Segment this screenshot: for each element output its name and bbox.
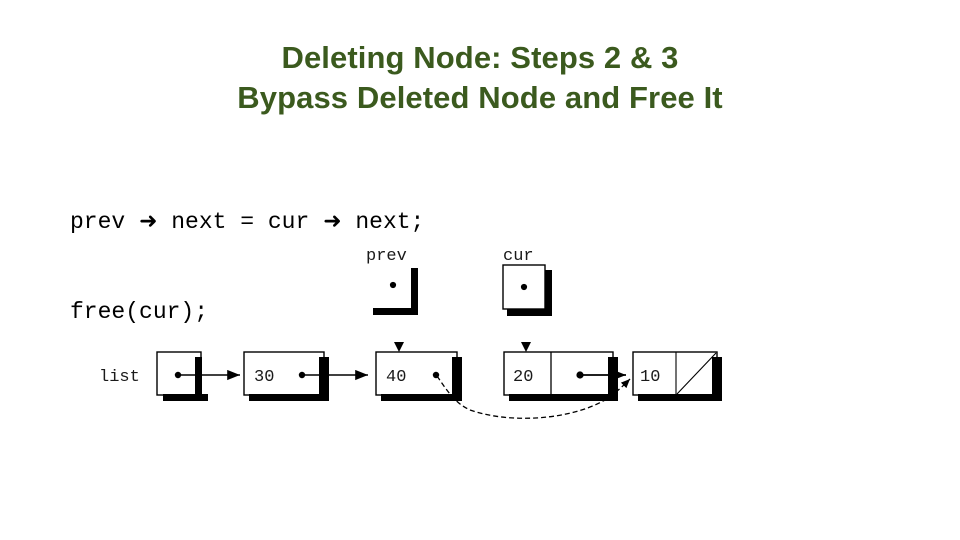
arrow-right-icon-2: ➜ [323, 209, 342, 234]
list-node-30: 30 [243, 351, 368, 401]
code-token-next-assign: next = cur [157, 209, 324, 235]
pointer-label-prev: prev [366, 247, 407, 266]
list-node-10: 10 [632, 351, 722, 401]
head-label-list: list [99, 368, 140, 387]
code-line-1: prev ➜ next = cur ➜ next; [70, 207, 424, 237]
node-value-30: 30 [254, 368, 274, 387]
code-snippet: prev ➜ next = cur ➜ next; free(cur); [70, 147, 424, 387]
title-line-1: Deleting Node: Steps 2 & 3 [281, 40, 679, 75]
list-node-20: 20 [503, 342, 626, 401]
pointer-box-cur: cur [502, 247, 552, 316]
list-node-40: 40 [375, 342, 462, 401]
pointer-label-cur: cur [503, 247, 534, 266]
title-line-2: Bypass Deleted Node and Free It [237, 80, 723, 115]
pointer-dot-prev [389, 281, 397, 289]
head-pointer-box [156, 351, 240, 401]
page-title: Deleting Node: Steps 2 & 3 Bypass Delete… [0, 38, 960, 118]
code-token-prev: prev [70, 209, 140, 235]
code-token-next-end: next; [341, 209, 425, 235]
node-value-20: 20 [513, 368, 533, 387]
bypass-arrow-40-to-10 [436, 375, 631, 419]
arrow-right-icon: ➜ [139, 209, 158, 234]
cur-marker-triangle-icon [521, 342, 531, 352]
code-line-2: free(cur); [70, 299, 209, 325]
node-value-10: 10 [640, 368, 660, 387]
prev-marker-triangle-icon [394, 342, 404, 352]
null-slash-icon [676, 352, 717, 395]
pointer-dot-cur [520, 283, 528, 291]
node-value-40: 40 [386, 368, 406, 387]
pointer-box-prev: prev [366, 247, 418, 315]
